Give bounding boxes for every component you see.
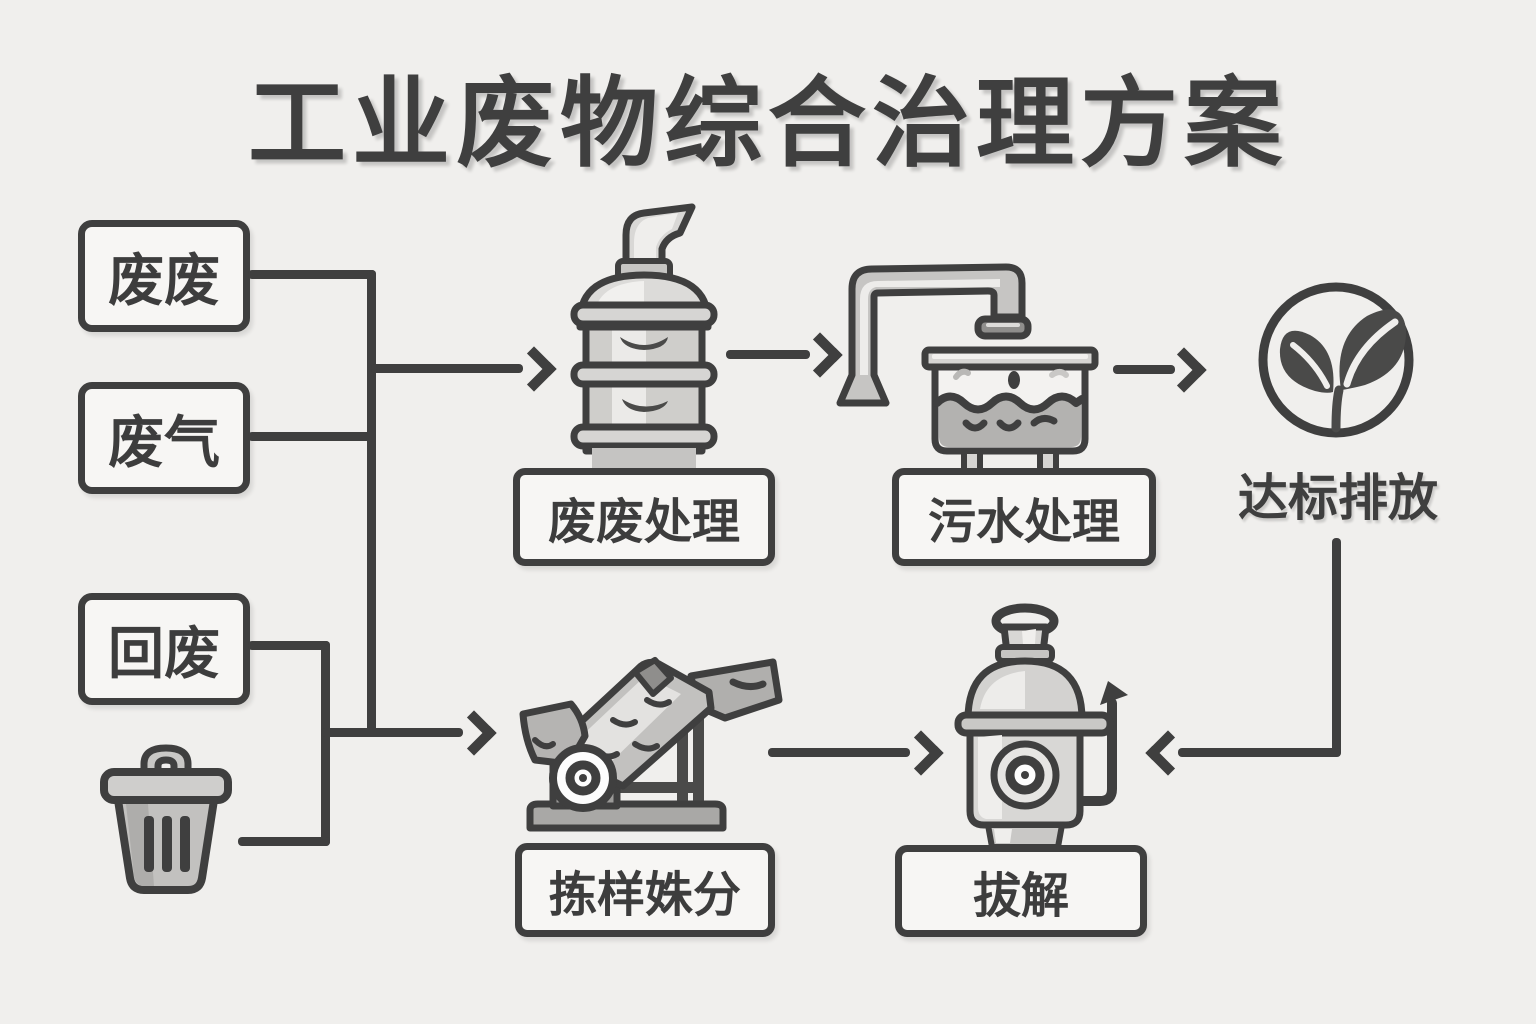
source-box-waste: 废废 (78, 220, 250, 332)
conveyor-sorter-icon (519, 657, 783, 832)
trash-can-icon (100, 744, 232, 894)
connector-arrow-to-sorter (321, 728, 463, 737)
connector-box1-line (248, 270, 376, 279)
connector-recycle-vline (1332, 538, 1341, 756)
sorting-label: 拣样姝分 (548, 867, 741, 923)
connector-trunk-line (367, 270, 376, 737)
eco-leaf-icon (1258, 282, 1414, 438)
connector-box3-line (248, 641, 330, 650)
connector-arrow-to-scrubber (371, 364, 523, 373)
source-box-gas: 废气 (78, 382, 250, 494)
connector-box2-line (248, 432, 376, 441)
connector-arrow-to-tank (726, 350, 810, 359)
source-box-solid: 回废 (78, 593, 250, 705)
arrow-left-icon (1145, 730, 1191, 776)
arrow-right-icon (898, 730, 944, 776)
source-box-gas-label: 废气 (108, 410, 220, 476)
water-treatment-label-box: 污水处理 (892, 468, 1156, 566)
arrow-right-icon (451, 710, 497, 756)
faucet-tank-icon (836, 263, 1099, 476)
connector-arrow-to-reactor-right (1178, 748, 1341, 757)
gas-treatment-label: 废废处理 (547, 494, 740, 550)
degradation-label-box: 拔解 (895, 845, 1147, 937)
source-box-waste-label: 废废 (108, 248, 220, 314)
connector-arrow-to-leaf (1113, 365, 1175, 374)
degradation-label: 拔解 (972, 868, 1069, 924)
arrow-right-icon (1161, 347, 1207, 393)
reactor-vessel-icon (954, 603, 1128, 850)
scrubber-tower-icon (570, 203, 718, 472)
source-box-solid-label: 回废 (108, 621, 220, 687)
connector-solid-line (321, 641, 330, 846)
connector-trash-line (238, 837, 330, 846)
water-treatment-label: 污水处理 (927, 494, 1120, 550)
connector-arrow-to-reactor-left (768, 748, 910, 757)
sorting-label-box: 拣样姝分 (515, 843, 775, 937)
gas-treatment-label-box: 废废处理 (513, 468, 775, 566)
arrow-right-icon (511, 346, 557, 392)
page-title: 工业废物综合治理方案 (247, 67, 1288, 181)
discharge-label: 达标排放 (1238, 469, 1438, 527)
